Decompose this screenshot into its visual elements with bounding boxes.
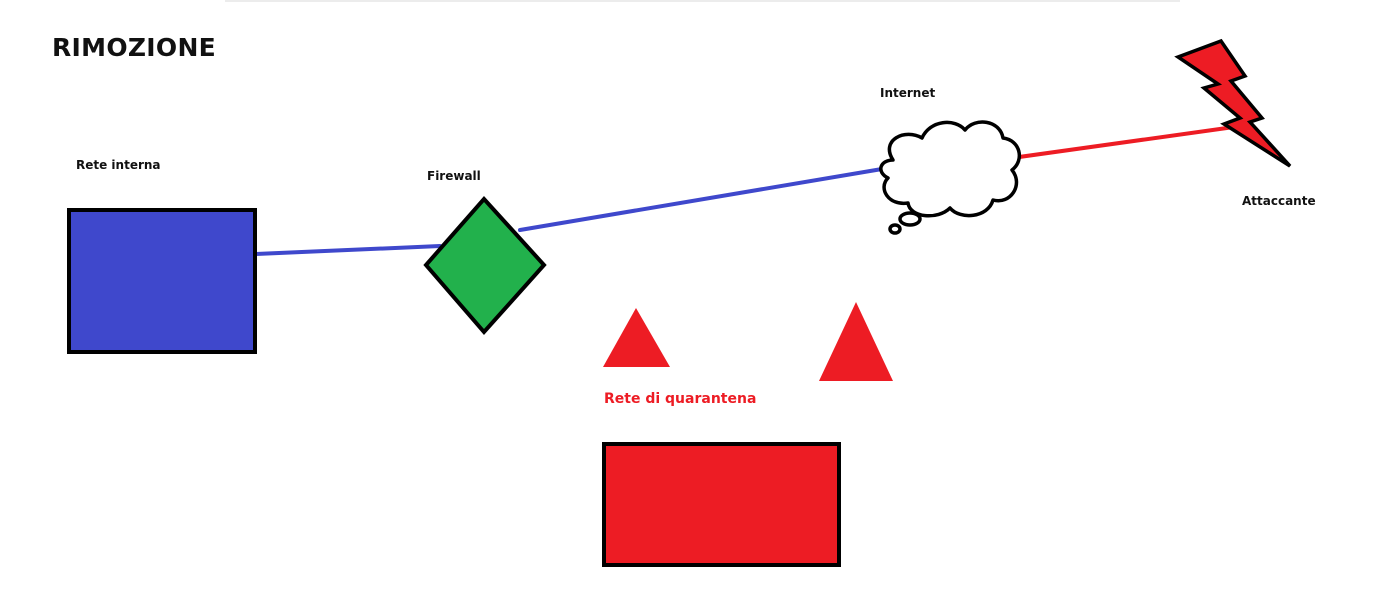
internal-network-box (67, 208, 257, 354)
label-quarantine-network: Rete di quarantena (604, 391, 757, 407)
lightning-bolt-icon (1174, 38, 1292, 168)
label-internal-network: Rete interna (76, 158, 161, 172)
warning-triangle-icon-right (819, 302, 893, 381)
warning-triangle-icon-left (603, 308, 670, 367)
label-internet: Internet (880, 86, 936, 100)
link-internet-attacker (1010, 125, 1236, 160)
link-firewall-internet (518, 167, 884, 232)
page-title: RIMOZIONE (52, 33, 217, 62)
link-internal-firewall (254, 244, 442, 256)
label-attacker: Attaccante (1242, 194, 1316, 208)
label-firewall: Firewall (427, 169, 481, 183)
firewall-diamond (423, 195, 547, 336)
cloud-icon (879, 120, 1022, 235)
quarantine-network-box (602, 442, 841, 567)
